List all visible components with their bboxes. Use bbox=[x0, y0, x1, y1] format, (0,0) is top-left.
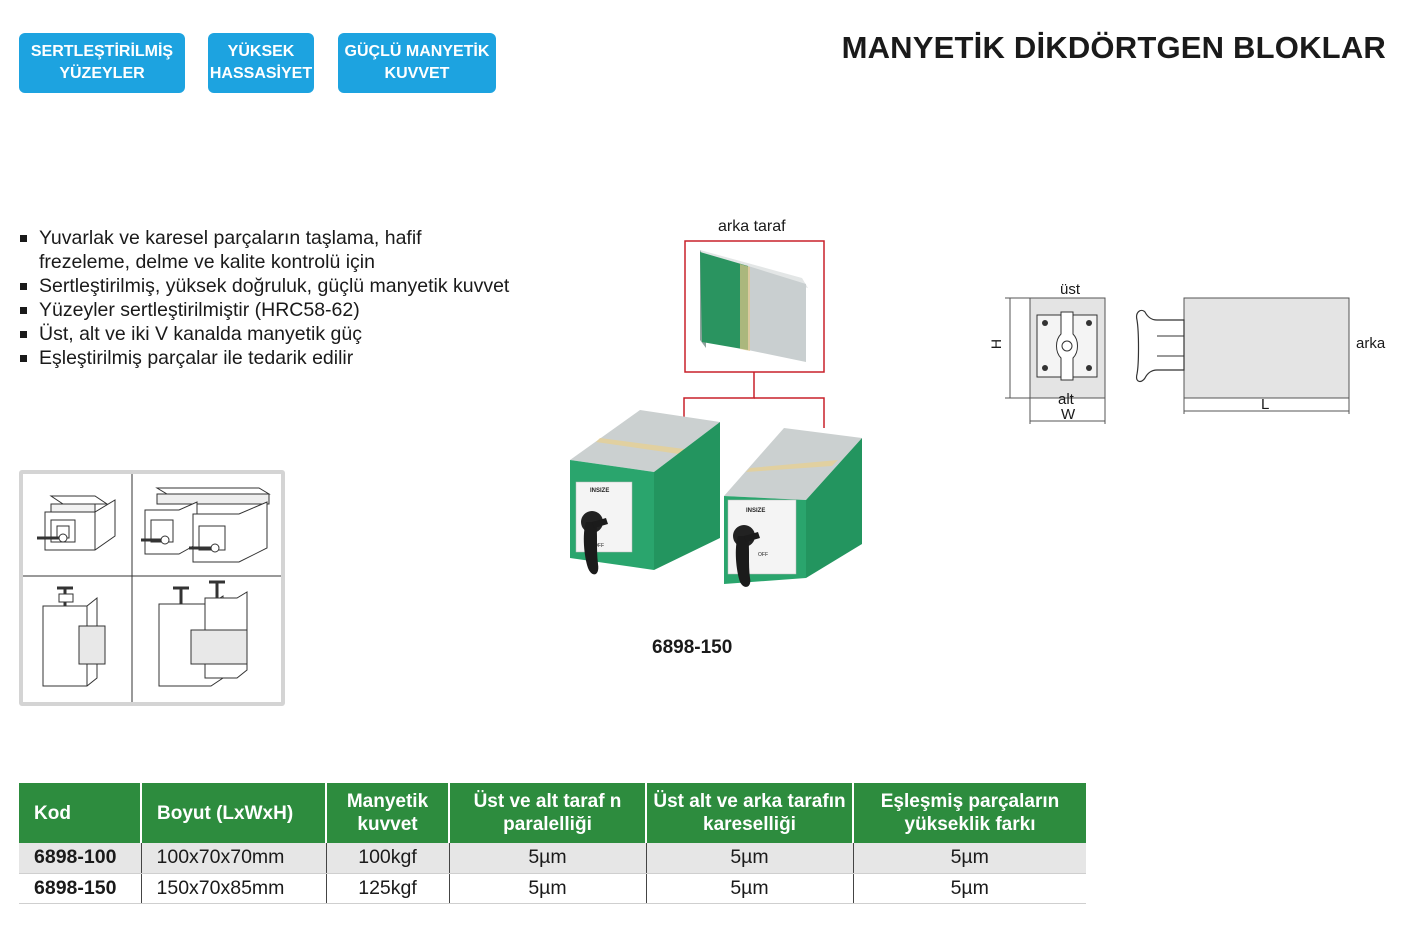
col-header-magnetic-force: Manyetik kuvvet bbox=[326, 783, 450, 843]
cell-parallelism: 5µm bbox=[449, 873, 647, 904]
feature-item: Eşleştirilmiş parçalar ile tedarik edili… bbox=[20, 346, 580, 370]
product-photo: INSIZE OFF INSIZE OFF bbox=[570, 240, 862, 587]
cell-size: 100x70x70mm bbox=[141, 843, 327, 874]
diagram-top-label: üst bbox=[1060, 281, 1081, 298]
col-header-size: Boyut (LxWxH) bbox=[141, 783, 327, 843]
badge-line: SERTLEŞTİRİLMİŞ bbox=[30, 43, 174, 60]
brand-label: INSIZE bbox=[746, 508, 765, 514]
dimension-diagram bbox=[1005, 297, 1350, 424]
back-side-block bbox=[700, 250, 808, 362]
cell-squareness: 5µm bbox=[646, 873, 854, 904]
cell-magnetic-force: 125kgf bbox=[326, 873, 450, 904]
diagram-bottom-label: alt bbox=[1058, 391, 1074, 408]
spec-table: Kod Boyut (LxWxH) Manyetik kuvvet Üst ve… bbox=[19, 783, 1086, 904]
callout-connector-left bbox=[683, 372, 755, 430]
feature-item: Yuvarlak ve karesel parçaların taşlama, … bbox=[20, 226, 480, 274]
off-label: OFF bbox=[758, 552, 768, 558]
diagram-w-label: W bbox=[1061, 406, 1076, 423]
badge-line: KUVVET bbox=[384, 65, 450, 82]
table-row: 6898-150 150x70x85mm 125kgf 5µm 5µm 5µm bbox=[19, 873, 1086, 904]
usage-illustration-panel bbox=[19, 470, 285, 706]
badge-strong-magnetic-force: GÜÇLÜ MANYETİK KUVVET bbox=[338, 33, 496, 93]
off-label: OFF bbox=[594, 543, 604, 549]
col-header-squareness: Üst alt ve arka tarafın kareselliği bbox=[646, 783, 854, 843]
cell-code: 6898-150 bbox=[19, 873, 142, 904]
diagram-l-label: L bbox=[1261, 396, 1270, 413]
magnetic-block-left: INSIZE OFF bbox=[570, 410, 720, 575]
cell-squareness: 5µm bbox=[646, 843, 854, 874]
feature-item: Yüzeyler sertleştirilmiştir (HRC58-62) bbox=[20, 298, 580, 322]
badge-line: YÜKSEK bbox=[227, 43, 295, 60]
brand-label: INSIZE bbox=[590, 488, 609, 494]
badge-hardened-surfaces: SERTLEŞTİRİLMİŞ YÜZEYLER bbox=[19, 33, 185, 93]
cell-size: 150x70x85mm bbox=[141, 873, 327, 904]
table-header-row: Kod Boyut (LxWxH) Manyetik kuvvet Üst ve… bbox=[19, 783, 1086, 843]
badge-line: GÜÇLÜ MANYETİK bbox=[344, 43, 490, 60]
cell-parallelism: 5µm bbox=[449, 843, 647, 874]
magnetic-block-right: INSIZE OFF bbox=[724, 428, 862, 587]
feature-item: Üst, alt ve iki V kanalda manyetik güç bbox=[20, 322, 580, 346]
product-code-caption: 6898-150 bbox=[652, 637, 733, 658]
col-header-parallelism: Üst ve alt taraf n paralelliği bbox=[449, 783, 647, 843]
cell-height-difference: 5µm bbox=[853, 843, 1086, 874]
cell-height-difference: 5µm bbox=[853, 873, 1086, 904]
cell-code: 6898-100 bbox=[19, 843, 142, 874]
feature-item: Sertleştirilmiş, yüksek doğruluk, güçlü … bbox=[20, 274, 580, 298]
feature-list: Yuvarlak ve karesel parçaların taşlama, … bbox=[20, 226, 580, 370]
badge-line: YÜZEYLER bbox=[59, 65, 145, 82]
col-header-code: Kod bbox=[19, 783, 142, 843]
page-title: MANYETİK DİKDÖRTGEN BLOKLAR bbox=[841, 30, 1386, 65]
back-side-label: arka taraf bbox=[718, 218, 786, 235]
callout-connector-right bbox=[754, 397, 825, 428]
table-row: 6898-100 100x70x70mm 100kgf 5µm 5µm 5µm bbox=[19, 843, 1086, 874]
cell-magnetic-force: 100kgf bbox=[326, 843, 450, 874]
badge-line: HASSASİYET bbox=[209, 65, 313, 82]
badge-high-precision: YÜKSEK HASSASİYET bbox=[208, 33, 314, 93]
col-header-height-difference: Eşleşmiş parçaların yükseklik farkı bbox=[853, 783, 1086, 843]
diagram-h-label: H bbox=[988, 338, 1005, 350]
usage-illustration bbox=[23, 474, 281, 702]
diagram-back-label: arka bbox=[1356, 335, 1386, 352]
